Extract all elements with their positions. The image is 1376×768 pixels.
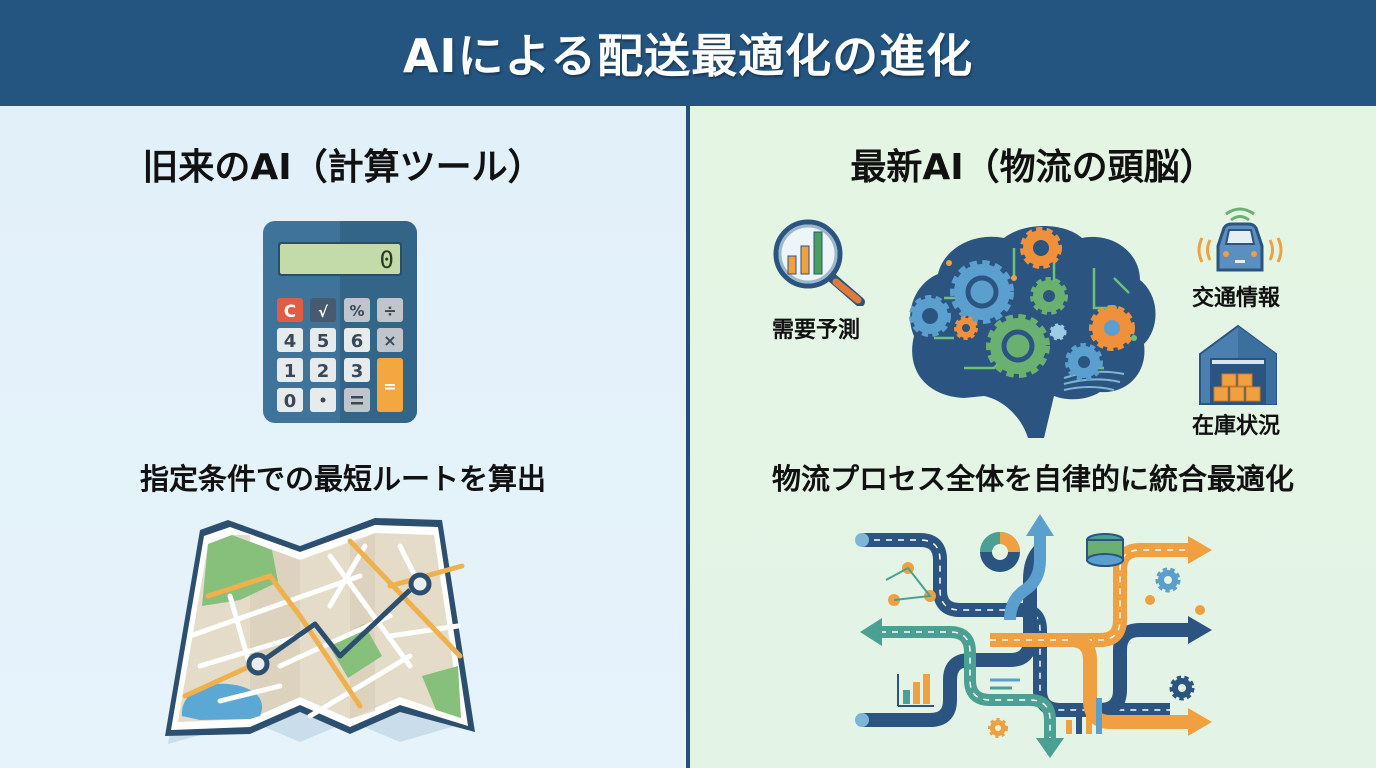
svg-text:2: 2 <box>317 361 330 382</box>
svg-text:÷: ÷ <box>383 301 396 320</box>
svg-text:4: 4 <box>284 331 297 352</box>
logistics-network-icon <box>850 510 1220 764</box>
svg-text:3: 3 <box>351 361 364 382</box>
svg-text:√: √ <box>318 303 329 321</box>
modern-ai-title: 最新AI（物流の頭脳） <box>850 147 1216 188</box>
traffic-info-icon <box>1186 204 1294 278</box>
legacy-ai-panel: 旧来のAI（計算ツール） 0 C √ % ÷ 4 5 6 <box>0 106 686 768</box>
svg-text:1: 1 <box>284 361 297 382</box>
svg-text:%: % <box>349 302 364 320</box>
modern-ai-panel: 最新AI（物流の頭脳） 需要予測 <box>690 106 1376 768</box>
traffic-info-label: 交通情報 <box>1192 286 1281 311</box>
page-title: AIによる配送最適化の進化 <box>402 29 974 83</box>
svg-text:0: 0 <box>380 246 394 274</box>
svg-text:×: × <box>383 331 396 350</box>
svg-text:5: 5 <box>317 331 330 352</box>
svg-text:C: C <box>284 302 296 322</box>
demand-forecast-label: 需要予測 <box>772 318 861 343</box>
panel-divider <box>686 106 690 768</box>
legacy-ai-title: 旧来のAI（計算ツール） <box>142 147 544 188</box>
demand-forecast-icon <box>770 216 870 310</box>
warehouse-icon <box>1198 324 1278 410</box>
inventory-status-label: 在庫状況 <box>1192 414 1281 439</box>
legacy-ai-caption: 指定条件での最短ルートを算出 <box>139 462 546 496</box>
calculator-icon: 0 C √ % ÷ 4 5 6 × 1 2 3 <box>262 220 418 428</box>
svg-text:6: 6 <box>351 331 364 352</box>
ai-brain-icon <box>904 218 1160 444</box>
modern-ai-caption: 物流プロセス全体を自律的に統合最適化 <box>771 462 1294 496</box>
folded-map-icon <box>160 516 480 750</box>
svg-text:0: 0 <box>284 391 297 412</box>
header-bar: AIによる配送最適化の進化 <box>0 0 1376 106</box>
svg-text:=: = <box>383 377 396 396</box>
